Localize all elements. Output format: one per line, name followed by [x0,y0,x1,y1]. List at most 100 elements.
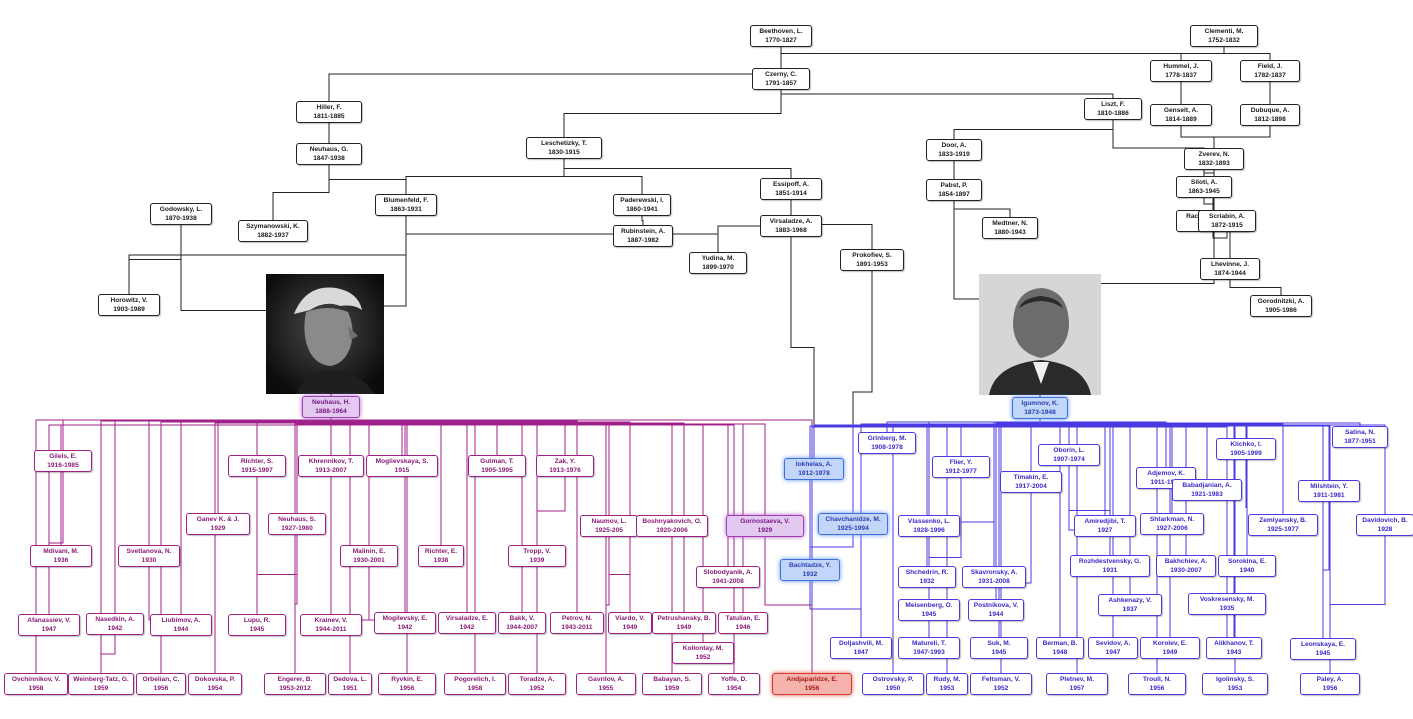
node-korolev: Korolev, E.1949 [1140,637,1200,659]
node-years: 1812-1898 [1254,116,1286,123]
node-years: 1928 [1377,526,1393,533]
node-name: Virsaladze, E. [445,615,489,622]
node-name: Neuhaus, H. [311,399,351,406]
node-name: Ostrovsky, P. [872,676,914,683]
node-richtere: Richter, E.1938 [418,545,464,567]
edge-19 [641,216,644,225]
node-grinberg: Grinberg, M.1908-1978 [858,432,916,454]
node-lupu: Lupu, R.1945 [228,614,286,636]
node-years: 1949 [676,624,692,631]
node-krainev: Krainev, V.1944-2011 [300,614,362,636]
node-name: Dedova, L. [333,676,367,683]
edge-135 [536,477,566,545]
node-years: 1958 [467,685,483,692]
node-gorodnitzki: Gorodnitzki, A.1905-1986 [1250,295,1312,317]
node-years: 1887-1982 [627,237,659,244]
node-years: 1941-2008 [712,578,744,585]
node-years: 1915-1997 [241,467,273,474]
node-name: Neuhaus, S. [278,516,316,523]
node-name: Zverev, N. [1198,151,1230,158]
node-name: Zemlyansky, B. [1259,517,1307,524]
node-name: Amiredjibi, T. [1084,518,1126,525]
edge-145 [809,581,862,637]
node-name: Genselt, A. [1163,107,1199,114]
node-name: Suk, M. [987,640,1011,647]
node-years: 1903-1989 [113,306,145,313]
node-nasedkin: Nasedkin, A.1942 [86,613,144,635]
node-slobodyanik: Slobodyanik, A.1941-2008 [696,566,760,588]
node-years: 1947 [41,626,57,633]
node-years: 1810-1886 [1097,110,1129,117]
node-hummel: Hummel, J.1778-1837 [1150,60,1212,82]
node-name: Vlassenko, L. [907,518,951,525]
node-name: Shchedrin, R. [905,569,949,576]
node-years: 1932 [802,571,818,578]
node-name: Lupu, R. [243,617,271,624]
node-years: 1956 [399,685,415,692]
node-years: 1905-1986 [1265,307,1297,314]
node-rozhdestvensky: Rozhdestvensky, G.1931 [1070,555,1150,577]
edge-146 [1322,502,1330,638]
node-hiller: Hiller, F.1811-1885 [296,101,362,123]
node-years: 1872-1915 [1211,222,1243,229]
node-years: 1943-2011 [561,624,593,631]
node-name: Petrushansky, B. [657,615,711,622]
node-klichko: Klichko, I.1905-1999 [1216,438,1276,460]
node-leonskaya: Leonskaya, E.1945 [1290,638,1356,660]
node-babayan: Babayan, S.1959 [642,673,702,695]
edge-15 [272,165,330,220]
node-years: 1925-1994 [837,525,869,532]
node-years: 1911-1981 [1313,492,1345,499]
node-godowsky: Godowsky, L.1870-1938 [150,203,212,225]
node-name: Szymanowski, K. [246,223,300,230]
node-rudy: Rudy, M.1953 [926,673,968,695]
edge-6 [1223,47,1271,60]
node-name: Neuhaus, G. [309,146,349,153]
node-years: 1882-1937 [257,232,289,239]
node-years: 1907-1974 [1053,456,1085,463]
node-name: Mogilevsky, E. [382,615,428,622]
node-ganev: Ganev K. & J.1929 [186,513,250,535]
node-years: 1948 [1052,649,1068,656]
node-name: Gavrilov, A. [588,676,624,683]
node-name: Gutman, T. [480,458,514,465]
node-years: 1912-1977 [945,468,977,475]
photo-igumnov [979,274,1101,395]
edge-143 [1245,460,1248,555]
node-name: Bakk, V. [509,615,535,622]
edge-136 [809,535,854,559]
node-years: 1953-2012 [279,685,311,692]
node-neuhauss: Neuhaus, S.1927-1980 [268,513,326,535]
node-zak: Zak, Y.1913-1976 [536,455,594,477]
node-years: 1854-1897 [938,191,970,198]
node-sorokina: Sorokina, E.1940 [1218,555,1276,577]
node-name: Ryvkin, E. [391,676,423,683]
node-name: Orbelian, C. [142,676,180,683]
node-years: 1947-1993 [913,649,945,656]
node-name: Hiller, F. [316,104,342,111]
node-years: 1930-2007 [1170,567,1202,574]
node-neuhausg: Neuhaus, G. 1847-1938 [296,143,362,165]
node-name: Shtarkman, N. [1149,516,1195,523]
node-years: 1946 [735,624,751,631]
edge-126 [294,535,298,673]
node-milshtein: Milshtein, Y.1911-1981 [1298,480,1360,502]
node-engerer: Engerer, B.1953-2012 [264,673,326,695]
node-name: Richter, E. [424,548,458,555]
node-years: 1931 [1102,567,1118,574]
node-years: 1936 [53,557,69,564]
node-name: Weinberg-Tatz, G. [73,676,129,683]
node-years: 1949 [1162,649,1178,656]
node-name: Pletnev, M. [1060,676,1094,683]
node-years: 1814-1889 [1165,116,1197,123]
node-naumov: Naumov, L.1925-205 [580,515,638,537]
node-feltsman: Feltsman, V.1952 [970,673,1032,695]
node-name: Andjaparidze, E. [786,676,838,683]
node-name: Godowsky, L. [159,206,203,213]
node-siloti: Siloti, A.1863-1945 [1176,176,1232,198]
node-years: 1863-1931 [390,206,422,213]
node-years: 1942 [459,624,475,631]
node-years: 1847-1938 [313,155,345,162]
node-ashkenazy: Ashkenazy, V.1937 [1098,594,1162,616]
